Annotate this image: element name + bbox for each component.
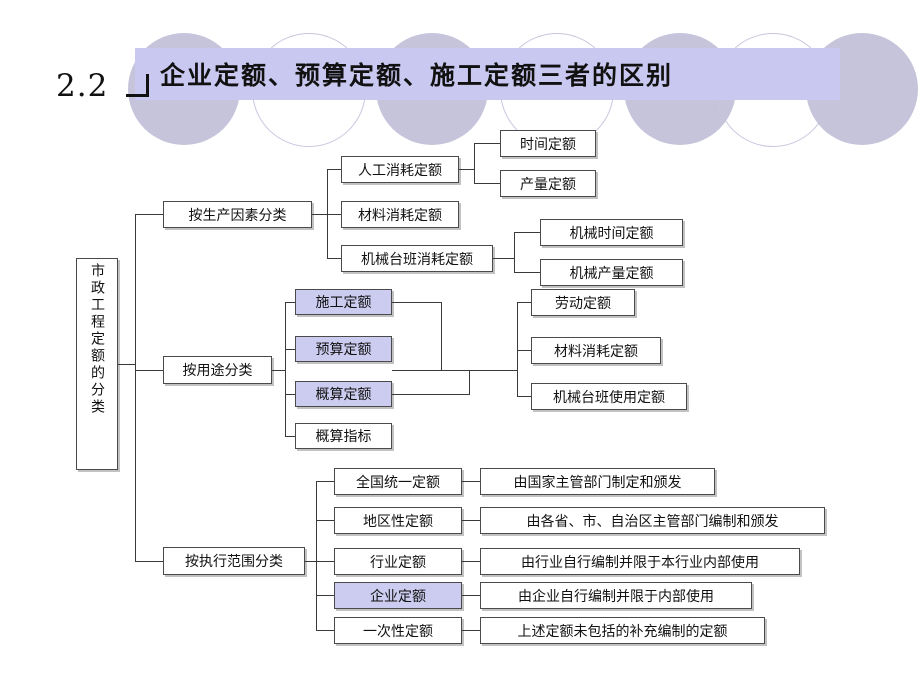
branch2-shared-child-3: 机械台班使用定额 (531, 383, 687, 410)
connector-b2c3-rise (469, 370, 470, 394)
connector-b3-d2 (462, 520, 480, 521)
connector-b1c1-g1 (474, 143, 500, 144)
title-band (135, 48, 840, 100)
branch1-child3-grandchild-1: 机械时间定额 (540, 219, 683, 246)
connector-b3-spine (316, 481, 317, 630)
connector-b2c1-drop (441, 302, 442, 370)
connector-b1c3-spine (514, 232, 515, 272)
branch3-desc-5: 上述定额未包括的补充编制的定额 (480, 617, 765, 644)
branch1-child-2: 材料消耗定额 (341, 201, 459, 228)
connector-b3-c4 (316, 595, 334, 596)
root-node: 市政工程定额的分类 (76, 258, 118, 470)
branch1-child1-grandchild-2: 产量定额 (500, 170, 596, 197)
connector-b1-c1 (327, 169, 341, 170)
connector-b2-r3 (517, 396, 531, 397)
connector-b3-d1 (462, 481, 480, 482)
connector-b1c1-g2 (474, 183, 500, 184)
connector-branch2-in (135, 370, 163, 371)
connector-b3-d5 (462, 630, 480, 631)
branch2-shared-child-2: 材料消耗定额 (531, 337, 661, 364)
branch3-desc-4: 由企业自行编制并限于内部使用 (480, 582, 752, 609)
connector-b1c3-out (493, 258, 515, 259)
branch3-child-5: 一次性定额 (334, 617, 462, 644)
branch1-child3-grandchild-2: 机械产量定额 (540, 259, 683, 286)
branch3-child-3: 行业定额 (334, 548, 462, 575)
connector-b2-r1 (517, 302, 531, 303)
branch2-shared-child-1: 劳动定额 (531, 289, 635, 316)
branch-node-3: 按执行范围分类 (163, 547, 305, 575)
connector-b2-c2 (285, 349, 295, 350)
connector-b3-d3 (462, 561, 480, 562)
connector-b1c1-spine (474, 143, 475, 183)
branch-node-1: 按生产因素分类 (163, 201, 312, 228)
branch3-desc-1: 由国家主管部门制定和颁发 (480, 468, 715, 495)
branch1-child-3: 机械台班消耗定额 (341, 245, 493, 272)
connector-b3-d4 (462, 595, 480, 596)
branch3-child-2: 地区性定额 (334, 507, 462, 534)
connector-b1-out (312, 214, 328, 215)
connector-b2-c4 (285, 436, 295, 437)
connector-root-spine (135, 214, 136, 562)
connector-b2c1-merge (392, 302, 442, 303)
branch2-child-1: 施工定额 (295, 289, 392, 315)
connector-b1-c3 (327, 258, 341, 259)
branch2-child-4: 概算指标 (295, 423, 392, 449)
connector-b2-spine (285, 302, 286, 436)
connector-root-stub (118, 364, 136, 365)
branch1-child-1: 人工消耗定额 (341, 156, 459, 183)
branch-node-2: 按用途分类 (163, 356, 272, 384)
branch3-desc-3: 由行业自行编制并限于本行业内部使用 (480, 548, 800, 575)
connector-b1c1-out (459, 169, 475, 170)
connector-b2-out (272, 370, 286, 371)
connector-b2c3-merge (392, 394, 470, 395)
connector-b2-r2 (517, 350, 531, 351)
connector-b1c3-g1 (514, 232, 540, 233)
connector-b3-c3 (316, 561, 334, 562)
branch2-child-2: 预算定额 (295, 336, 392, 362)
section-bracket-glyph (126, 74, 149, 97)
connector-branch1-in (135, 214, 163, 215)
connector-b3-c1 (316, 481, 334, 482)
page-title: 企业定额、预算定额、施工定额三者的区别 (160, 61, 674, 90)
connector-b2-c3 (285, 394, 295, 395)
connector-b1c3-g2 (514, 272, 540, 273)
connector-branch3-in (135, 561, 163, 562)
connector-b3-c2 (316, 520, 334, 521)
connector-b1-c2 (327, 214, 341, 215)
connector-b3-out (305, 561, 317, 562)
branch3-desc-2: 由各省、市、自治区主管部门编制和颁发 (480, 507, 825, 534)
branch2-child-3: 概算定额 (295, 381, 392, 407)
section-number: 2.2 (56, 68, 109, 104)
connector-b2-right-spine (517, 302, 518, 396)
branch1-child1-grandchild-1: 时间定额 (500, 130, 596, 157)
connector-b2-c1 (285, 302, 295, 303)
branch3-child-4: 企业定额 (334, 582, 462, 609)
connector-b2c2-trunk (392, 370, 518, 371)
branch3-child-1: 全国统一定额 (334, 468, 462, 495)
connector-b3-c5 (316, 630, 334, 631)
